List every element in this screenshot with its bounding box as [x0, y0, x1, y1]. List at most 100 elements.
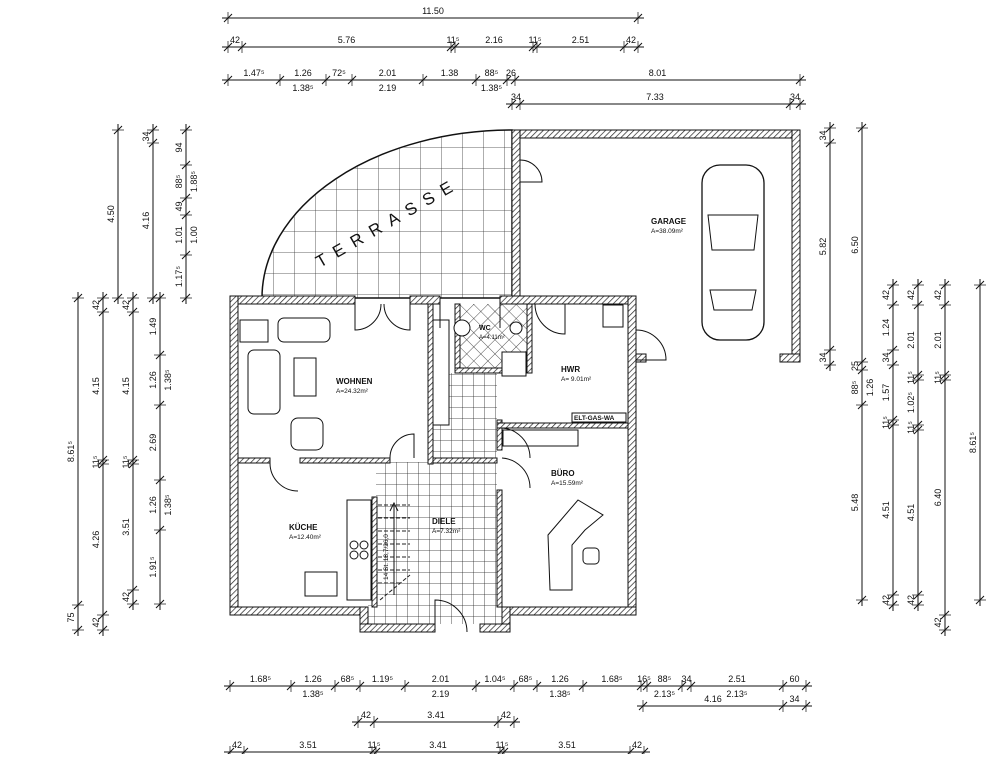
dimension-label: 2.16 [485, 35, 503, 45]
door-swing [389, 433, 415, 459]
dimension-label-secondary: 1.26 [865, 379, 875, 397]
door-swing [434, 599, 468, 633]
armchair [290, 417, 324, 451]
dimension-label: 34 [818, 130, 828, 140]
dimension-label: 1.01 [174, 226, 184, 244]
dimension-label: 42 [906, 290, 916, 300]
wall [511, 129, 521, 297]
dimension-label: 75 [66, 612, 76, 622]
door-swing [501, 427, 531, 459]
dimension-label: 1.04⁵ [484, 674, 506, 684]
dimension-label: 42 [501, 710, 511, 720]
wall [432, 457, 498, 464]
dimension-label: 42 [933, 617, 943, 627]
dimension-label: 1.17⁵ [174, 266, 184, 288]
dimension-label: 1.26 [294, 68, 312, 78]
wall [635, 353, 647, 363]
dimension-label: 1.19⁵ [372, 674, 394, 684]
dimension-label: 68⁵ [519, 674, 533, 684]
dimension-label-secondary: 2.19 [379, 83, 397, 93]
wall [627, 295, 637, 616]
dimension-label: 1.26 [551, 674, 569, 684]
dimension-label: 88⁵ [658, 674, 672, 684]
dimension-label: 6.50 [850, 236, 860, 254]
dimension-label: 42 [121, 300, 131, 310]
wall [359, 623, 436, 633]
dimension-label: 2.51 [728, 674, 746, 684]
car-windshield [707, 214, 759, 311]
dimension-label: 11⁵ [495, 740, 508, 750]
door-swing [354, 303, 382, 331]
dimension-label-secondary: 1.38⁵ [163, 494, 173, 516]
dimension-label-secondary: 1.88⁵ [189, 171, 199, 193]
wall [229, 295, 356, 305]
dimension-label: 1.49 [148, 318, 158, 336]
door-swing [269, 462, 299, 492]
dimension-label: 8.61⁵ [66, 441, 76, 463]
dimension-label: 1.68⁵ [250, 674, 272, 684]
dimension-label: 2.51 [572, 35, 590, 45]
dimension-label: 42 [881, 595, 891, 605]
terrace-floor [261, 129, 513, 299]
dimension-label: 6.40 [933, 489, 943, 507]
hwr-cabinets [502, 429, 579, 447]
wall [479, 623, 511, 633]
dimension-label: 7.33 [646, 92, 664, 102]
kueche-area: A=12.40m² [289, 534, 322, 541]
dimension-label: 1.24 [881, 319, 891, 337]
dimension-label: 3.41 [429, 740, 447, 750]
doors [269, 159, 667, 633]
diele-name: DIELE [432, 517, 456, 526]
dimension-label: 1.68⁵ [601, 674, 623, 684]
dimension-label: 42 [933, 290, 943, 300]
wall [371, 496, 378, 608]
dimension-label: 5.48 [850, 494, 860, 512]
dimension-label: 11⁵ [528, 35, 541, 45]
dimension-label: 1.02⁵ [906, 392, 916, 414]
dimension-label: 3.51 [558, 740, 576, 750]
dimension-label: 34 [681, 674, 691, 684]
dimension-label: 42 [232, 740, 242, 750]
dimension-label: 42 [361, 710, 371, 720]
dimension-label: 2.69 [148, 434, 158, 452]
dimension-label: 1.47⁵ [243, 68, 265, 78]
wall [496, 422, 629, 429]
dimension-label: 4.51 [906, 504, 916, 522]
dimension-label: 11⁵ [367, 740, 380, 750]
dimension-label: 88⁵ [850, 380, 860, 394]
dimension-label: 42 [632, 740, 642, 750]
dimension-label: 25 [850, 361, 860, 371]
kitchen-counter [346, 499, 372, 601]
dimension-label: 16⁵ [637, 674, 651, 684]
dimension-label: 42 [906, 595, 916, 605]
buero-name: BÜRO [551, 469, 575, 478]
dimension-label: 11⁵ [906, 371, 916, 384]
stove-burner [349, 550, 359, 560]
dimension-label: 2.01 [379, 68, 397, 78]
dimension-label: 4.51 [881, 501, 891, 519]
wall [237, 457, 271, 464]
wc-name: WC [479, 325, 491, 332]
dimension-label: 8.01 [649, 68, 667, 78]
dimension-label: 11⁵ [91, 455, 101, 468]
furniture [239, 164, 765, 601]
diele-area: A=7.32m² [432, 528, 461, 535]
dimension-label: 3.51 [121, 518, 131, 536]
dimension-label: 1.26 [148, 371, 158, 389]
washbasin [509, 321, 523, 335]
wall [229, 295, 239, 616]
dimension-label: 5.76 [338, 35, 356, 45]
wall [454, 303, 461, 371]
door-swing [383, 303, 411, 331]
dimension-label-secondary: 1.00 [189, 226, 199, 244]
dimension-label: 1.57 [881, 384, 891, 402]
wall [496, 489, 503, 608]
dimension-label: 11⁵ [446, 35, 459, 45]
dimension-label: 11.50 [422, 6, 444, 16]
utility-sink [602, 304, 624, 328]
wall [501, 606, 637, 616]
car [701, 164, 765, 341]
kitchen-sink [304, 571, 338, 597]
dimension-label-secondary: 2.19 [432, 689, 450, 699]
